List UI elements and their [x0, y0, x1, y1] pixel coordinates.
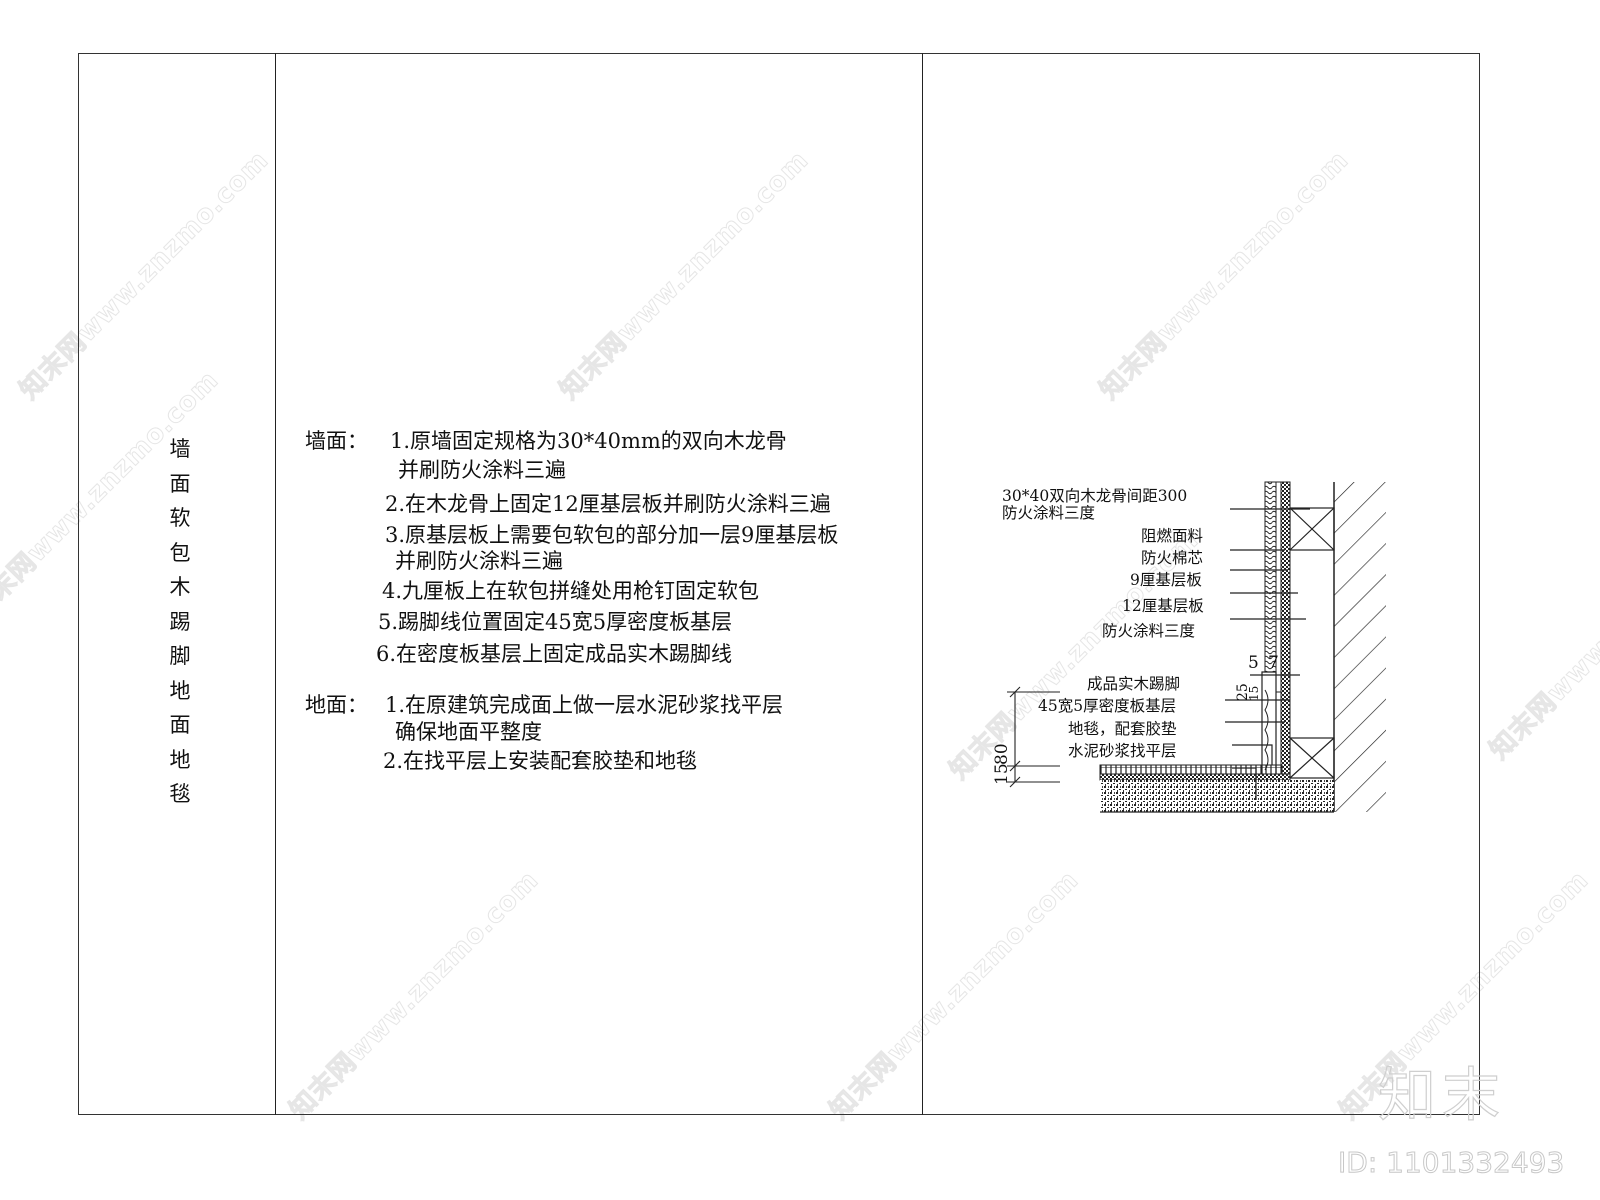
- floor-note-line: 1.在原建筑完成面上做一层水泥砂浆找平层: [385, 693, 784, 717]
- label-fabric: 阻燃面料: [1141, 527, 1204, 545]
- label-keel-coating: 防火涂料三度: [1002, 504, 1096, 522]
- wall-note-line: 1.原墙固定规格为30*40mm的双向木龙骨: [390, 429, 787, 453]
- label-core: 防火棉芯: [1141, 549, 1204, 567]
- label-screed: 水泥砂浆找平层: [1068, 742, 1177, 760]
- wall-note-line: 6.在密度板基层上固定成品实木踢脚线: [376, 642, 733, 666]
- dimension-lines: [1007, 686, 1060, 788]
- title-char: 面: [169, 471, 191, 496]
- wall-notes-label: 墙面：: [305, 429, 368, 453]
- sheet-id: ID: 1101332493: [1337, 1146, 1565, 1180]
- wall-note-line: 并刷防火涂料三遍: [398, 458, 566, 482]
- wall-note-line: 3.原基层板上需要包软包的部分加一层9厘基层板: [385, 523, 839, 547]
- title-char: 地: [169, 747, 191, 772]
- section-detail: 30*40双向木龙骨间距300 防火涂料三度 阻燃面料 防火棉芯 9厘基层板 1…: [922, 53, 1480, 1115]
- title-char: 面: [169, 713, 191, 737]
- structural-wall-hatch: [1333, 482, 1386, 812]
- label-carpet: 地毯，配套胶垫: [1068, 720, 1177, 738]
- label-wood-keel: 30*40双向木龙骨间距300: [1002, 487, 1188, 505]
- wood-keel: [1289, 507, 1335, 779]
- title-char: 毯: [169, 782, 191, 806]
- concrete-slab: [1100, 780, 1334, 812]
- label-board-9mm: 9厘基层板: [1130, 571, 1202, 589]
- floor-note-line: 2.在找平层上安装配套胶垫和地毯: [383, 749, 698, 773]
- label-coating: 防火涂料三度: [1102, 622, 1196, 640]
- title-char: 墙: [169, 437, 191, 461]
- title-char: 包: [169, 540, 191, 565]
- column-divider-1: [275, 53, 276, 1115]
- wall-note-line: 4.九厘板上在软包拼缝处用枪钉固定软包: [382, 579, 760, 603]
- dimension-15b: 15: [1247, 685, 1261, 701]
- drawing-frame: [78, 53, 1480, 1115]
- title-char: 软: [169, 506, 191, 530]
- title-char: 木: [169, 575, 191, 599]
- label-mdf: 45宽5厚密度板基层: [1038, 697, 1177, 715]
- leader-lines: [1225, 508, 1310, 800]
- column-divider-2: [922, 53, 923, 1115]
- title-char: 脚: [169, 644, 191, 668]
- floor-note-line: 确保地面平整度: [395, 720, 542, 744]
- dimension-15: 15: [992, 763, 1012, 785]
- brand-watermark: 知末: [1377, 1060, 1507, 1129]
- wall-note-line: 并刷防火涂料三遍: [395, 549, 563, 573]
- dimension-80: 80: [992, 743, 1012, 765]
- wall-note-line: 5.踢脚线位置固定45宽5厚密度板基层: [378, 610, 733, 634]
- label-board-12mm: 12厘基层板: [1122, 597, 1204, 615]
- floor-notes-label: 地面：: [305, 693, 368, 717]
- title-char: 踢: [169, 609, 191, 634]
- dimension-5: 5: [1248, 653, 1259, 673]
- label-baseboard: 成品实木踢脚: [1087, 675, 1181, 693]
- wall-note-line: 2.在木龙骨上固定12厘基层板并刷防火涂料三遍: [385, 492, 831, 516]
- title-char: 地: [169, 678, 191, 703]
- sheet-title-vertical: 墙 面 软 包 木 踢 脚 地 面 地 毯: [160, 432, 200, 812]
- dimension-7: 7: [1268, 653, 1279, 673]
